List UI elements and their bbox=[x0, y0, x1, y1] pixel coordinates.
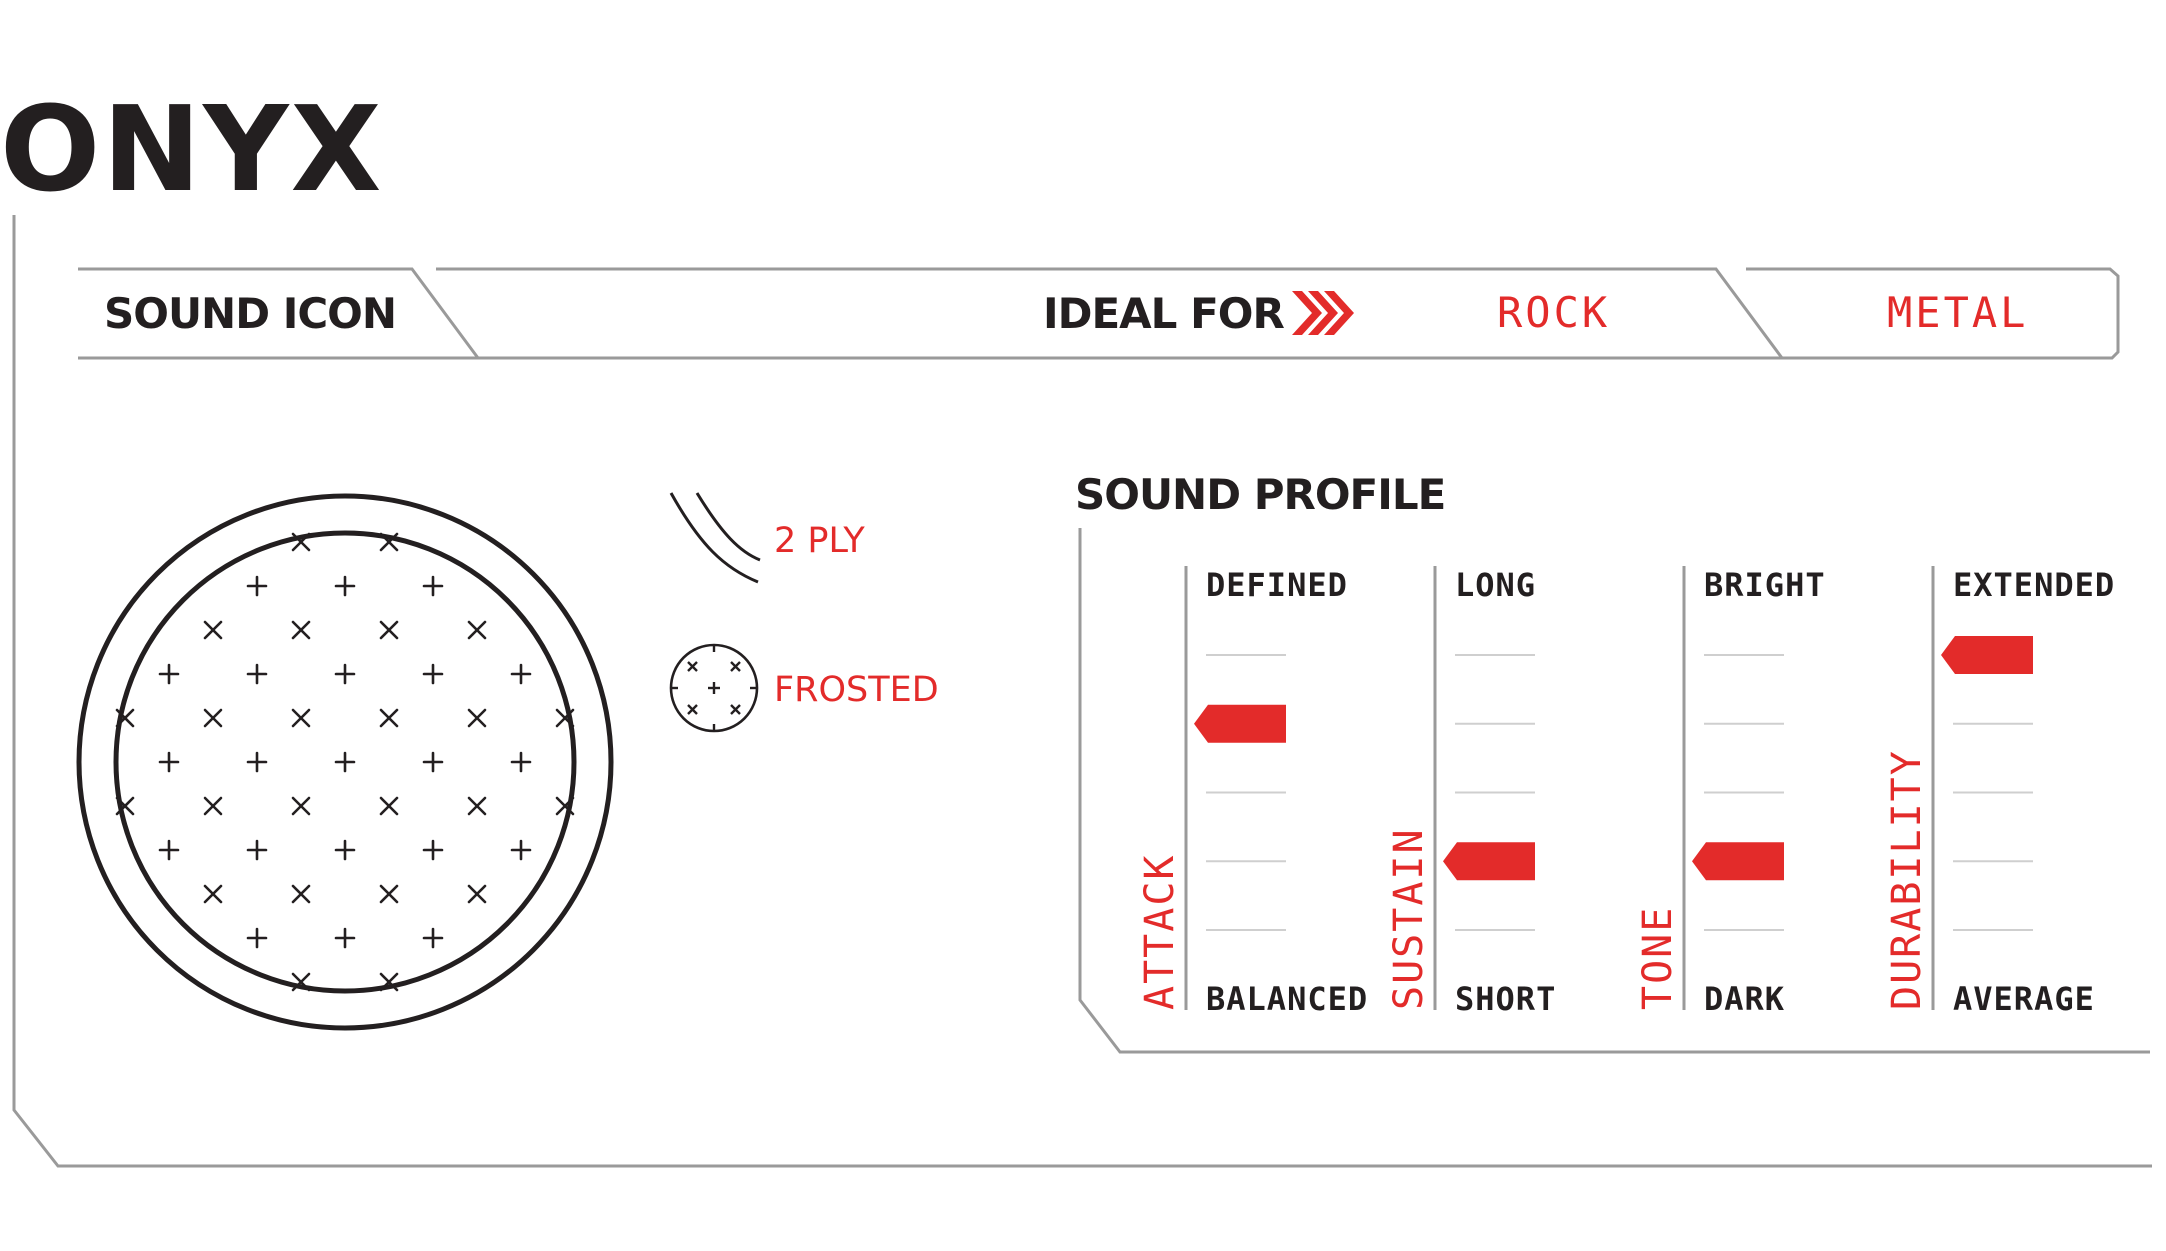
cross-mark bbox=[291, 972, 311, 992]
plus-mark bbox=[422, 575, 444, 597]
cross-mark bbox=[291, 884, 311, 904]
cross-mark bbox=[203, 884, 223, 904]
cross-mark bbox=[467, 620, 487, 640]
tone-top-label: BRIGHT bbox=[1704, 566, 1826, 604]
meter-marker bbox=[1443, 842, 1535, 881]
sustain-bottom-label: SHORT bbox=[1455, 980, 1557, 1018]
plus-mark bbox=[334, 839, 356, 861]
cross-mark bbox=[203, 708, 223, 728]
cross-mark bbox=[555, 708, 575, 728]
cross-mark bbox=[467, 796, 487, 816]
genre-metal: METAL bbox=[1887, 288, 2029, 337]
ideal-for-label: IDEAL FOR bbox=[1043, 289, 1285, 338]
ideal-for-chevron-icon bbox=[1292, 291, 1354, 335]
cross-mark bbox=[291, 532, 311, 552]
cross-mark bbox=[467, 884, 487, 904]
cross-mark bbox=[379, 532, 399, 552]
plus-mark bbox=[422, 927, 444, 949]
cross-mark bbox=[555, 796, 575, 816]
durability-bottom-label: AVERAGE bbox=[1953, 980, 2095, 1018]
cross-mark bbox=[379, 620, 399, 640]
plus-mark bbox=[158, 839, 180, 861]
sound-profile-title: SOUND PROFILE bbox=[1075, 470, 1446, 519]
cross-mark bbox=[379, 708, 399, 728]
ideal-for-bar-frame bbox=[436, 267, 1785, 360]
metal-tab-frame bbox=[1746, 267, 2120, 360]
plus-mark bbox=[422, 663, 444, 685]
plus-mark bbox=[510, 663, 532, 685]
sound-icon-label: SOUND ICON bbox=[104, 289, 397, 338]
durability-name: DURABILITY bbox=[1884, 749, 1930, 1010]
meter-marker bbox=[1941, 636, 2033, 674]
plus-mark bbox=[158, 663, 180, 685]
tone-bottom-label: DARK bbox=[1704, 980, 1786, 1018]
attack-top-label: DEFINED bbox=[1206, 566, 1348, 604]
genre-rock: ROCK bbox=[1497, 288, 1611, 337]
meter-attack bbox=[1184, 566, 1286, 1010]
meter-marker bbox=[1194, 704, 1286, 743]
meter-durability bbox=[1931, 566, 2033, 1010]
cross-mark bbox=[379, 796, 399, 816]
durability-top-label: EXTENDED bbox=[1953, 566, 2116, 604]
frosted-icon bbox=[669, 643, 759, 733]
plus-mark bbox=[334, 575, 356, 597]
attack-bottom-label: BALANCED bbox=[1206, 980, 1369, 1018]
sustain-name: SUSTAIN bbox=[1386, 827, 1432, 1010]
attack-name: ATTACK bbox=[1137, 853, 1183, 1011]
property-two-ply: 2 PLY bbox=[774, 521, 865, 561]
meter-sustain bbox=[1433, 566, 1535, 1010]
plus-mark bbox=[246, 927, 268, 949]
meter-marker bbox=[1692, 842, 1784, 881]
property-frosted: FROSTED bbox=[774, 670, 939, 710]
sound-icon-drumhead-icon bbox=[76, 493, 614, 1031]
cross-mark bbox=[291, 708, 311, 728]
cross-mark bbox=[467, 708, 487, 728]
outer-frame bbox=[12, 215, 2152, 1168]
cross-mark bbox=[203, 796, 223, 816]
plus-mark bbox=[334, 751, 356, 773]
cross-mark bbox=[115, 708, 135, 728]
cross-mark bbox=[115, 796, 135, 816]
cross-mark bbox=[379, 972, 399, 992]
plus-mark bbox=[246, 575, 268, 597]
plus-mark bbox=[158, 751, 180, 773]
plus-mark bbox=[510, 839, 532, 861]
sound-icon-tab-frame bbox=[78, 267, 481, 360]
two-ply-icon bbox=[669, 492, 761, 584]
sound-profile-frame bbox=[1078, 528, 2150, 1054]
plus-mark bbox=[246, 663, 268, 685]
cross-mark bbox=[291, 620, 311, 640]
plus-mark bbox=[246, 839, 268, 861]
tone-name: TONE bbox=[1635, 905, 1681, 1010]
brand-name: ONYX bbox=[0, 80, 384, 218]
plus-mark bbox=[422, 751, 444, 773]
meter-tone bbox=[1682, 566, 1784, 1010]
cross-mark bbox=[291, 796, 311, 816]
plus-mark bbox=[334, 927, 356, 949]
cross-mark bbox=[203, 620, 223, 640]
sustain-top-label: LONG bbox=[1455, 566, 1537, 604]
plus-mark bbox=[510, 751, 532, 773]
cross-mark bbox=[379, 884, 399, 904]
plus-mark bbox=[422, 839, 444, 861]
plus-mark bbox=[246, 751, 268, 773]
plus-mark bbox=[334, 663, 356, 685]
